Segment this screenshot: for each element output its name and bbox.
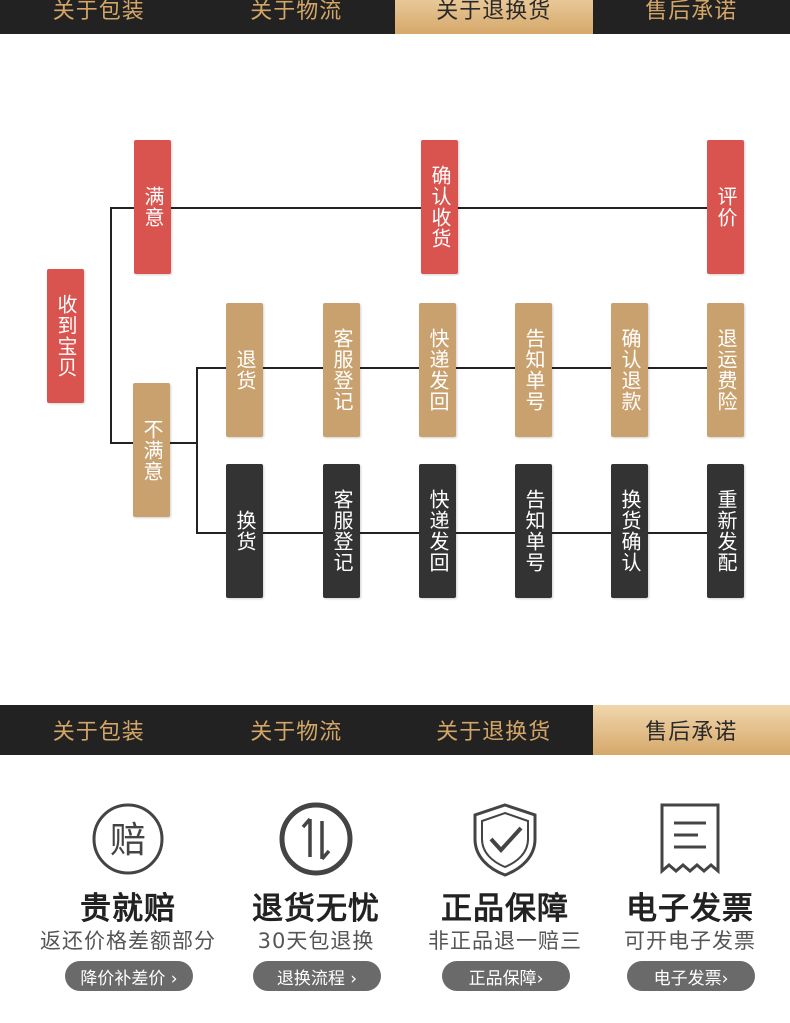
return-step-2: 客服登记: [323, 303, 360, 437]
price-difference-button[interactable]: 降价补差价 ›: [65, 961, 193, 991]
receipt-icon: [650, 799, 730, 879]
return-arrows-icon: [276, 799, 356, 879]
exchange-step-4: 告知单号: [515, 464, 552, 598]
step-confirm-receipt: 确认收货: [421, 140, 458, 274]
tab-logistics-top[interactable]: 关于物流: [250, 0, 343, 24]
authentic-guarantee-button[interactable]: 正品保障›: [442, 961, 570, 991]
connector-line: [110, 207, 726, 209]
exchange-step-1: 换货: [226, 464, 263, 598]
return-process-button[interactable]: 退换流程 ›: [253, 961, 381, 991]
top-tab-bar: 关于包装 关于物流 关于退换货 售后承诺: [0, 0, 790, 34]
exchange-step-6: 重新发配: [707, 464, 744, 598]
service-title: 贵就赔: [80, 891, 176, 927]
connector-line: [196, 532, 726, 534]
service-subtitle: 30天包退换: [257, 929, 375, 953]
return-step-3: 快递发回: [419, 303, 456, 437]
step-satisfied: 满意: [134, 140, 171, 274]
service-subtitle: 返还价格差额部分: [40, 929, 216, 953]
tab-packaging-top[interactable]: 关于包装: [52, 0, 145, 24]
tab-aftersales-top[interactable]: 售后承诺: [645, 0, 738, 24]
shield-check-icon: [465, 799, 545, 879]
exchange-step-2: 客服登记: [323, 464, 360, 598]
connector-line: [110, 207, 112, 444]
service-subtitle: 可开电子发票: [624, 929, 756, 953]
return-step-4: 告知单号: [515, 303, 552, 437]
compensation-icon: 赔: [88, 799, 168, 879]
mid-tab-bar: 关于包装 关于物流 关于退换货 售后承诺: [0, 705, 790, 755]
tab-returns-top[interactable]: 关于退换货: [395, 0, 593, 34]
service-title: 退货无忧: [252, 891, 380, 927]
tab-packaging[interactable]: 关于包装: [52, 720, 145, 745]
service-subtitle: 非正品退一赔三: [428, 929, 582, 953]
service-title: 正品保障: [441, 891, 569, 927]
step-unsatisfied: 不满意: [133, 383, 170, 517]
exchange-step-3: 快递发回: [419, 464, 456, 598]
service-promises: 赔 贵就赔 返还价格差额部分 降价补差价 › 退货无忧 30天包退换 退换流程 …: [0, 755, 790, 1023]
connector-line: [196, 367, 726, 369]
service-title: 电子发票: [626, 891, 754, 927]
svg-text:赔: 赔: [110, 820, 146, 861]
e-invoice-button[interactable]: 电子发票›: [627, 961, 755, 991]
exchange-step-5: 换货确认: [611, 464, 648, 598]
connector-line: [196, 367, 198, 534]
connector-line: [168, 442, 198, 444]
return-step-1: 退货: [226, 303, 263, 437]
tab-returns[interactable]: 关于退换货: [436, 720, 552, 745]
returns-flow-diagram: 收到宝贝 满意 确认收货 评价 不满意 退货 客服登记 快递发回 告知单号 确认…: [0, 34, 790, 705]
tab-aftersales[interactable]: 售后承诺: [592, 705, 790, 755]
connector-line: [110, 442, 140, 444]
tab-logistics[interactable]: 关于物流: [250, 720, 343, 745]
step-received: 收到宝贝: [47, 269, 84, 403]
return-step-5: 确认退款: [611, 303, 648, 437]
return-step-6: 退运费险: [707, 303, 744, 437]
step-review: 评价: [707, 140, 744, 274]
